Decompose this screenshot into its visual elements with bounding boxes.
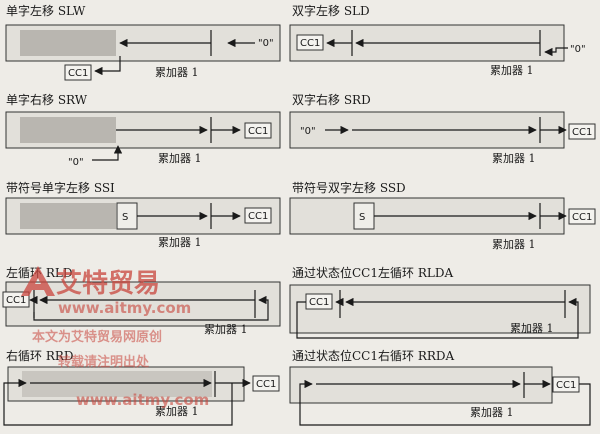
panel-title: 通过状态位CC1右循环 RRDA bbox=[292, 348, 455, 363]
cc1-box bbox=[296, 34, 324, 51]
watermark-url-2: www.aitmy.com bbox=[76, 391, 209, 409]
watermark-note-2: 转载请注明出处 bbox=[58, 354, 150, 370]
register-box bbox=[289, 366, 553, 404]
accumulator-label: 累加器 1 bbox=[155, 66, 199, 79]
panel-rrd: 右循环 RRD CC1 累加器 1 bbox=[3, 348, 280, 426]
watermark-logo-icon bbox=[21, 266, 55, 296]
panel-title: 双字右移 SRD bbox=[292, 92, 371, 107]
accumulator-label: 累加器 1 bbox=[492, 152, 536, 165]
register-box bbox=[5, 281, 281, 327]
rotate-feedback-arrow bbox=[3, 378, 233, 426]
panel-srw: 单字右移 SRW CC1 "0" 累加器 1 bbox=[5, 92, 281, 168]
cc1-label: CC1 bbox=[248, 126, 268, 137]
accumulator-label: 累加器 1 bbox=[470, 406, 514, 419]
cc1-out-arrow bbox=[94, 56, 121, 76]
sign-bit-label: S bbox=[122, 212, 128, 223]
watermark: 艾特贸易 www.aitmy.com 本文为艾特贸易网原创 转载请注明出处 ww… bbox=[21, 266, 209, 409]
panel-slw: 单字左移 SLW "0" CC1 累加器 1 bbox=[5, 3, 281, 81]
panel-title: 带符号双字左移 SSD bbox=[292, 180, 406, 195]
panel-title: 单字左移 SLW bbox=[6, 3, 86, 18]
sign-bit-label: S bbox=[359, 212, 365, 223]
watermark-note-1: 本文为艾特贸易网原创 bbox=[32, 329, 162, 345]
panel-rrda: 通过状态位CC1右循环 RRDA CC1 累加器 1 bbox=[289, 348, 591, 426]
cc1-label: CC1 bbox=[6, 295, 26, 306]
zero-input-label: "0" bbox=[300, 126, 316, 137]
zero-in-arrow bbox=[92, 145, 123, 161]
cc1-box bbox=[244, 122, 272, 139]
accumulator-label: 累加器 1 bbox=[492, 238, 536, 251]
panel-ssd: 带符号双字左移 SSD S CC1 累加器 1 bbox=[289, 180, 596, 251]
panel-srd: 双字右移 SRD "0" CC1 累加器 1 bbox=[289, 92, 596, 165]
cc1-box bbox=[252, 375, 280, 392]
panel-rld: 左循环 RLD CC1 累加器 1 bbox=[2, 265, 281, 336]
zero-input-label: "0" bbox=[570, 44, 586, 55]
cc1-box bbox=[244, 207, 272, 224]
shaded-region bbox=[20, 30, 116, 56]
accumulator-label: 累加器 1 bbox=[158, 236, 202, 249]
cc1-label: CC1 bbox=[572, 212, 592, 223]
cc1-label: CC1 bbox=[309, 297, 329, 308]
cc1-label: CC1 bbox=[256, 379, 276, 390]
cc1-label: CC1 bbox=[300, 38, 320, 49]
accumulator-label: 累加器 1 bbox=[204, 323, 248, 336]
shaded-region bbox=[20, 117, 116, 143]
cc1-box bbox=[568, 123, 596, 140]
cc1-box bbox=[568, 208, 596, 225]
zero-input-label: "0" bbox=[68, 157, 84, 168]
cc1-label: CC1 bbox=[248, 211, 268, 222]
accumulator-label: 累加器 1 bbox=[158, 152, 202, 165]
panel-title: 单字右移 SRW bbox=[6, 92, 88, 107]
cc1-label: CC1 bbox=[572, 127, 592, 138]
panel-title: 右循环 RRD bbox=[6, 348, 74, 363]
accumulator-label: 累加器 1 bbox=[510, 322, 554, 335]
panel-title: 双字左移 SLD bbox=[292, 3, 370, 18]
panel-ssi: 带符号单字左移 SSI S CC1 累加器 1 bbox=[5, 180, 281, 249]
zero-in-arrow bbox=[544, 47, 568, 57]
shaded-region bbox=[22, 371, 212, 397]
panel-rlda: 通过状态位CC1左循环 RLDA CC1 累加器 1 bbox=[289, 265, 591, 339]
rotate-feedback-arrow bbox=[296, 297, 579, 339]
cc1-box bbox=[64, 64, 92, 81]
zero-input-label: "0" bbox=[258, 38, 274, 49]
shaded-region bbox=[20, 203, 116, 229]
watermark-brand: 艾特贸易 bbox=[56, 268, 160, 299]
watermark-url-1: www.aitmy.com bbox=[58, 299, 191, 317]
panel-title: 带符号单字左移 SSI bbox=[6, 180, 115, 195]
panel-sld: 双字左移 SLD CC1 "0" 累加器 1 bbox=[289, 3, 586, 77]
rotate-feedback-arrow bbox=[299, 379, 591, 426]
accumulator-label: 累加器 1 bbox=[490, 64, 534, 77]
cc1-label: CC1 bbox=[556, 380, 576, 391]
panel-title: 通过状态位CC1左循环 RLDA bbox=[292, 265, 453, 280]
cc1-label: CC1 bbox=[68, 68, 88, 79]
accumulator-label: 累加器 1 bbox=[155, 405, 199, 418]
rotate-feedback-arrow bbox=[33, 295, 269, 321]
